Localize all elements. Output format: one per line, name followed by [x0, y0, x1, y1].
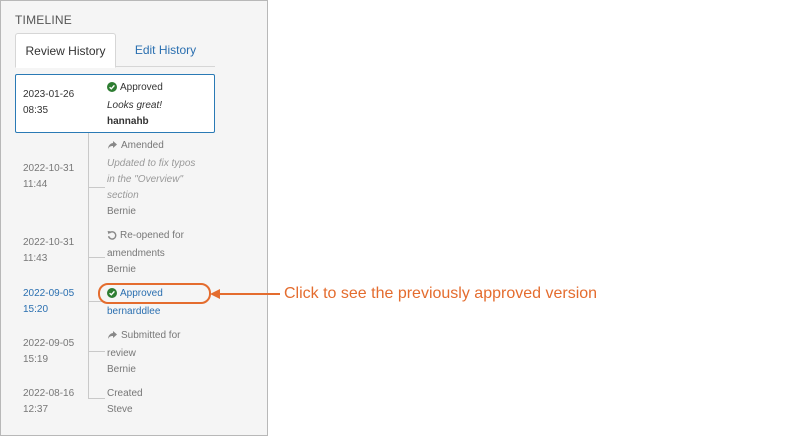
timeline-connector: [88, 257, 105, 258]
entry-timestamp: 2022-09-05 15:19: [23, 338, 75, 365]
entry-user: Bernie: [107, 206, 136, 217]
tab-edit-history[interactable]: Edit History: [134, 43, 197, 57]
timeline-entry: Created Steve: [107, 386, 213, 418]
panel-title: TIMELINE: [15, 13, 72, 27]
timeline-connector: [88, 301, 105, 302]
check-circle-icon: [107, 288, 117, 304]
entry-timestamp: 2023-01-26 08:35: [23, 89, 75, 116]
entry-status: Submitted for review: [107, 330, 181, 359]
timeline-entry: Approved Looks great! hannahb: [107, 80, 213, 130]
entry-user[interactable]: bernarddlee: [107, 306, 161, 317]
timeline-connector: [88, 187, 105, 188]
callout-arrow-icon: [210, 289, 280, 299]
timeline-connector: [88, 398, 105, 399]
share-arrow-icon: [107, 140, 118, 156]
entry-timestamp: 2022-10-31 11:44: [23, 163, 75, 190]
timeline-connector: [88, 351, 105, 352]
timeline-panel: TIMELINE Review History Edit History 202…: [0, 0, 268, 436]
entry-comment: Looks great!: [107, 100, 163, 111]
entry-status: Approved: [107, 80, 213, 98]
entry-status[interactable]: Approved: [107, 286, 213, 304]
check-circle-icon: [107, 82, 117, 98]
timeline-entry: Re-opened for amendments Bernie: [107, 228, 213, 278]
entry-status: Created: [107, 388, 143, 399]
timeline-entry-approved-link[interactable]: Approved bernarddlee: [107, 286, 213, 320]
entry-status: Amended: [107, 138, 213, 156]
undo-icon: [107, 230, 117, 246]
entry-user: Bernie: [107, 364, 136, 375]
share-arrow-icon: [107, 330, 118, 346]
timeline-entry: Amended Updated to fix typos in the "Ove…: [107, 138, 213, 220]
timeline-tabs: Review History Edit History: [15, 33, 215, 68]
tab-review-history[interactable]: Review History: [15, 33, 116, 68]
entry-user: Steve: [107, 404, 133, 415]
entry-timestamp: 2022-10-31 11:43: [23, 237, 75, 264]
entry-comment: Updated to fix typos in the "Overview" s…: [107, 158, 196, 201]
highlight-oval: [98, 283, 211, 304]
entry-timestamp-link[interactable]: 2022-09-05 15:20: [23, 288, 75, 315]
timeline-entry: Submitted for review Bernie: [107, 328, 213, 378]
entry-timestamp: 2022-08-16 12:37: [23, 388, 75, 415]
entry-status: Re-opened for amendments: [107, 230, 184, 259]
entry-user: hannahb: [107, 116, 149, 127]
callout-text: Click to see the previously approved ver…: [284, 285, 598, 302]
entry-user: Bernie: [107, 264, 136, 275]
